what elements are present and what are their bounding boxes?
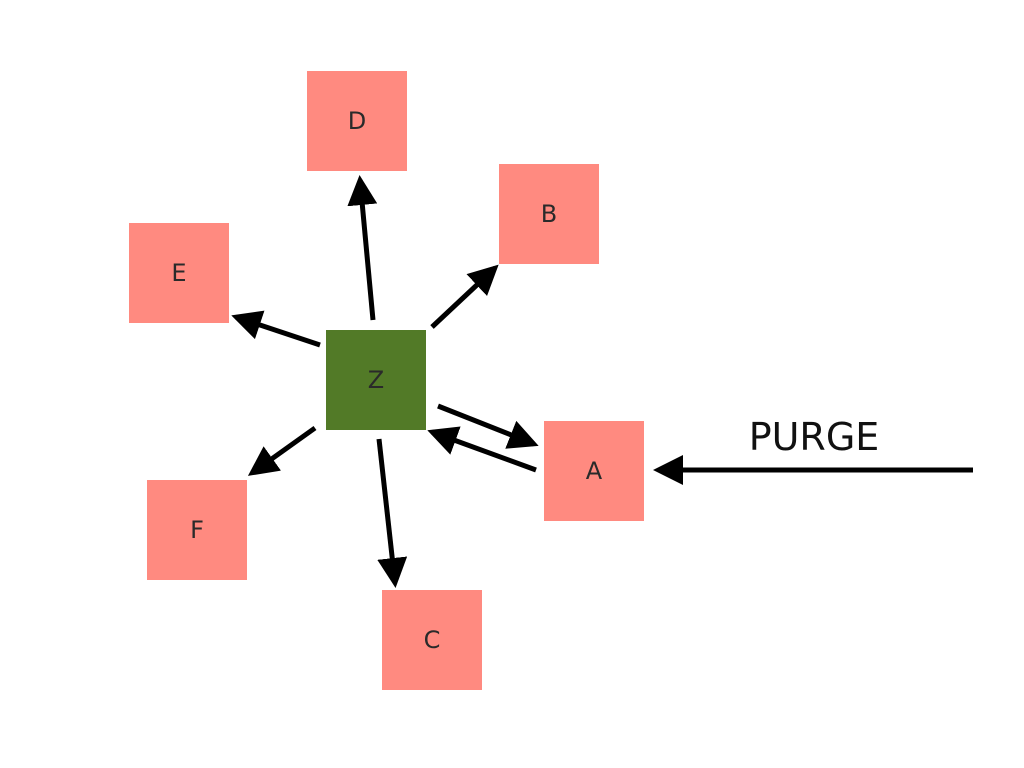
node-z-label: Z (368, 366, 384, 394)
node-e: E (129, 223, 229, 323)
node-f: F (147, 480, 247, 580)
node-d-label: D (348, 107, 366, 135)
node-f-label: F (190, 516, 204, 544)
arrow-z-to-a (437, 403, 539, 449)
arrow-a-to-z (427, 426, 537, 473)
arrow-z-to-d (347, 175, 378, 321)
node-c-label: C (424, 626, 441, 654)
node-a-label: A (586, 457, 603, 485)
node-c: C (382, 590, 482, 690)
node-z: Z (326, 330, 426, 430)
node-b-label: B (541, 200, 557, 228)
node-a: A (544, 421, 644, 521)
arrow-z-to-e (231, 310, 321, 348)
node-b: B (499, 164, 599, 264)
node-e-label: E (171, 259, 186, 287)
arrow-z-to-b (430, 264, 499, 329)
purge-label: PURGE (749, 415, 880, 459)
arrow-z-to-c (376, 438, 408, 588)
arrow-z-to-f (247, 425, 317, 476)
node-d: D (307, 71, 407, 171)
